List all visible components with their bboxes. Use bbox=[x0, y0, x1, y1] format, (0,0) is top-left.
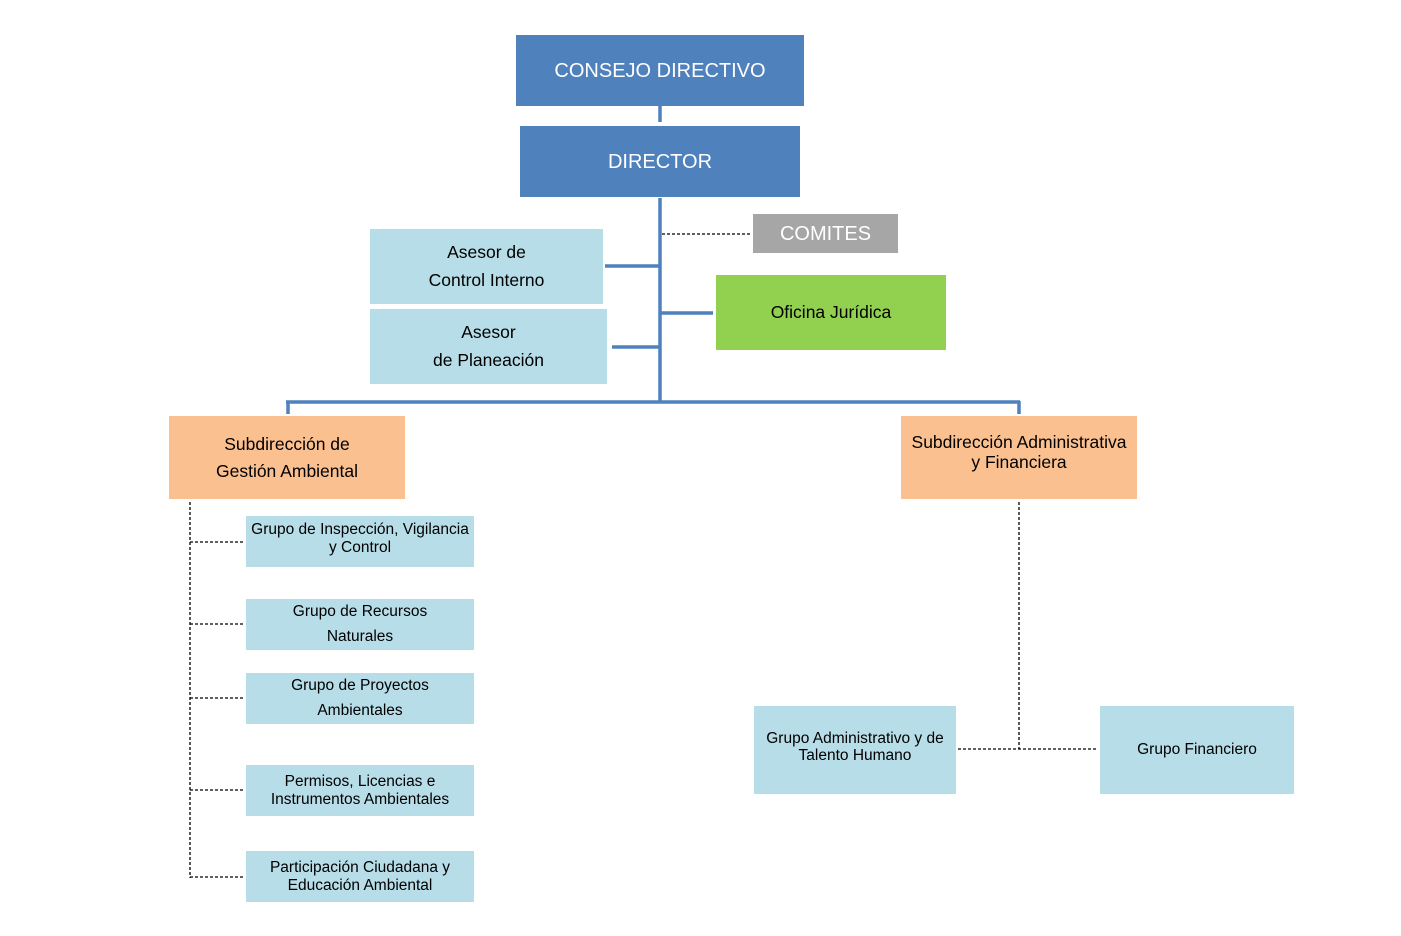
grupo-inspeccion-label: Grupo de Inspección, Vigilancia y Contro… bbox=[251, 521, 469, 556]
grupo-recursos-naturales-label: Grupo de Recursos Naturales bbox=[292, 603, 428, 645]
participacion-ciudadana-box: Participación Ciudadana y Educación Ambi… bbox=[246, 851, 474, 902]
asesor-planeacion-label: Asesor de Planeación bbox=[433, 322, 544, 370]
subdireccion-administrativa-box: Subdirección Administrativa y Financiera bbox=[901, 416, 1137, 499]
participacion-ciudadana-label: Participación Ciudadana y Educación Ambi… bbox=[269, 859, 451, 894]
comites-label: COMITES bbox=[779, 222, 872, 245]
director-label: DIRECTOR bbox=[607, 150, 713, 173]
oficina-juridica-label: Oficina Jurídica bbox=[770, 302, 892, 322]
subdireccion-gestion-ambiental-label: Subdirección de Gestión Ambiental bbox=[215, 434, 359, 481]
oficina-juridica-box: Oficina Jurídica bbox=[716, 275, 946, 350]
grupo-administrativo-talento-humano-box: Grupo Administrativo y de Talento Humano bbox=[754, 706, 956, 794]
permisos-licencias-label: Permisos, Licencias e Instrumentos Ambie… bbox=[270, 773, 450, 808]
asesor-planeacion-box: Asesor de Planeación bbox=[370, 309, 607, 384]
grupo-financiero-label: Grupo Financiero bbox=[1137, 741, 1257, 759]
asesor-control-interno-box: Asesor de Control Interno bbox=[370, 229, 603, 304]
director-box: DIRECTOR bbox=[520, 126, 800, 197]
grupo-inspeccion-box: Grupo de Inspección, Vigilancia y Contro… bbox=[246, 516, 474, 567]
asesor-control-interno-label: Asesor de Control Interno bbox=[428, 242, 545, 290]
consejo-directivo-box: CONSEJO DIRECTIVO bbox=[516, 35, 804, 106]
grupo-administrativo-talento-humano-label: Grupo Administrativo y de Talento Humano bbox=[766, 729, 944, 764]
subdireccion-administrativa-label: Subdirección Administrativa y Financiera bbox=[911, 432, 1127, 472]
grupo-proyectos-ambientales-box: Grupo de Proyectos Ambientales bbox=[246, 673, 474, 724]
grupo-recursos-naturales-box: Grupo de Recursos Naturales bbox=[246, 599, 474, 650]
permisos-licencias-box: Permisos, Licencias e Instrumentos Ambie… bbox=[246, 765, 474, 816]
consejo-directivo-label: CONSEJO DIRECTIVO bbox=[554, 59, 766, 82]
grupo-financiero-box: Grupo Financiero bbox=[1100, 706, 1294, 794]
comites-box: COMITES bbox=[753, 214, 898, 253]
subdireccion-gestion-ambiental-box: Subdirección de Gestión Ambiental bbox=[169, 416, 405, 499]
grupo-proyectos-ambientales-label: Grupo de Proyectos Ambientales bbox=[291, 677, 429, 719]
